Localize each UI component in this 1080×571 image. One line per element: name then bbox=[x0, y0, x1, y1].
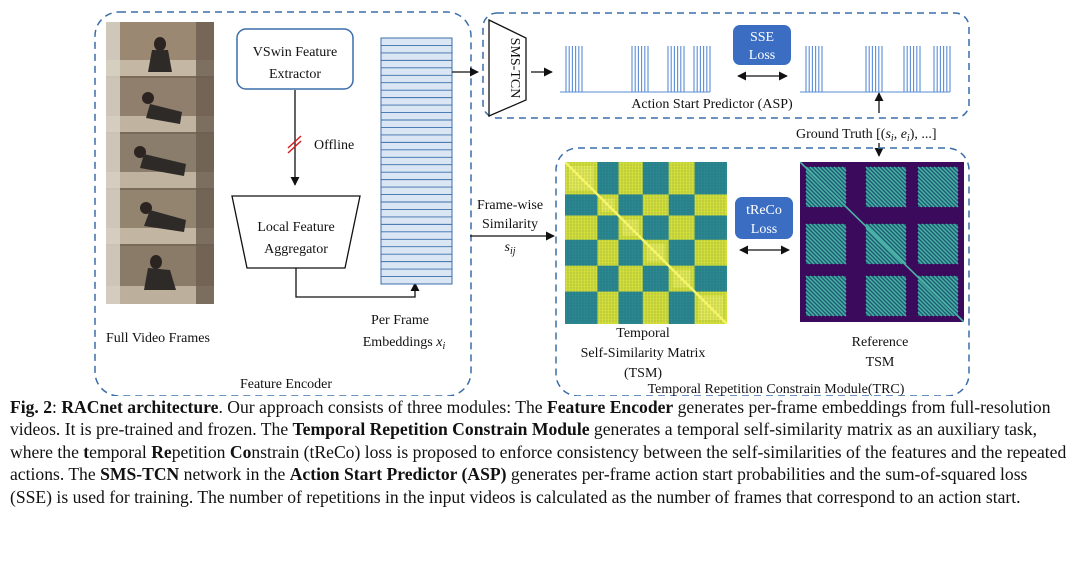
feature-encoder-label: Feature Encoder bbox=[240, 377, 332, 392]
offline-slash-icon bbox=[287, 135, 302, 149]
similarity-label-1: Frame-wise bbox=[477, 198, 543, 213]
embeddings-label-2: Embeddings xi bbox=[363, 335, 446, 352]
treco-loss-label-2: Loss bbox=[751, 222, 777, 237]
aggregator-label-2: Aggregator bbox=[264, 242, 328, 257]
aggregator-label-1: Local Feature bbox=[257, 220, 334, 235]
tsm-label-3: (TSM) bbox=[624, 366, 662, 381]
tsm-cell bbox=[597, 162, 619, 195]
trc-module-label: Temporal Repetition Constrain Module(TRC… bbox=[648, 382, 905, 396]
tsm-cell bbox=[565, 239, 598, 266]
tsm-cell bbox=[642, 162, 669, 195]
treco-loss-label-1: tReCo bbox=[746, 203, 782, 218]
predicted-start-signal bbox=[560, 46, 711, 93]
figure-caption: Fig. 2: RACnet architecture. Our approac… bbox=[10, 397, 1067, 507]
tsm-cell bbox=[668, 239, 695, 266]
treco-loss-box bbox=[735, 197, 793, 239]
tsm-cell bbox=[618, 194, 643, 216]
feature-encoder-box bbox=[94, 11, 472, 396]
tsm-cell bbox=[642, 265, 669, 292]
sse-loss-label-1: SSE bbox=[750, 30, 774, 45]
tsm-cell bbox=[618, 239, 643, 266]
tsm-label-2: Self-Similarity Matrix bbox=[581, 346, 706, 361]
caption-fig-number: Fig. 2 bbox=[10, 397, 53, 417]
reference-tsm-label-1: Reference bbox=[852, 335, 909, 350]
tsm-cell bbox=[668, 291, 695, 324]
sse-loss-label-2: Loss bbox=[749, 48, 775, 63]
embeddings-label-1: Per Frame bbox=[371, 313, 429, 328]
tsm-cell bbox=[597, 215, 619, 240]
tsm-cell bbox=[565, 291, 598, 324]
vswin-label-1: VSwin Feature bbox=[253, 45, 337, 60]
asp-label: Action Start Predictor (ASP) bbox=[631, 97, 793, 112]
embedding-stack bbox=[380, 37, 453, 285]
frames-label: Full Video Frames bbox=[106, 331, 210, 346]
caption-title: RACnet architecture bbox=[61, 397, 219, 417]
tsm-cell bbox=[565, 194, 598, 216]
tsm-cell bbox=[694, 162, 727, 195]
tsm-cell bbox=[668, 194, 695, 216]
tsm-label-1: Temporal bbox=[616, 326, 670, 341]
tsm-cell bbox=[642, 215, 669, 240]
trc-box bbox=[555, 147, 970, 396]
tsm-cell bbox=[694, 215, 727, 240]
tsm-matrix bbox=[565, 162, 727, 324]
ground-truth-label: Ground Truth [(si, ei), ...] bbox=[796, 127, 937, 144]
similarity-label-2: Similarity bbox=[482, 217, 538, 232]
video-frames-strip bbox=[106, 22, 214, 304]
vswin-extractor-box bbox=[236, 28, 354, 90]
tsm-cell bbox=[618, 291, 643, 324]
similarity-var: sij bbox=[504, 240, 515, 257]
vswin-label-2: Extractor bbox=[269, 67, 321, 82]
sms-tcn-block bbox=[488, 18, 527, 117]
ground-truth-start-signal bbox=[800, 46, 951, 93]
local-aggregator-box bbox=[231, 195, 361, 269]
sms-tcn-label: SMS-TCN bbox=[507, 38, 522, 99]
reference-tsm-label-2: TSM bbox=[866, 355, 895, 370]
offline-label: Offline bbox=[314, 138, 354, 153]
tsm-cell bbox=[597, 265, 619, 292]
architecture-diagram: Full Video Frames VSwin Feature Extracto… bbox=[94, 11, 970, 396]
tsm-cell bbox=[694, 265, 727, 292]
sse-loss-box bbox=[733, 25, 791, 65]
reference-tsm-matrix bbox=[800, 162, 964, 322]
asp-box bbox=[482, 12, 970, 119]
